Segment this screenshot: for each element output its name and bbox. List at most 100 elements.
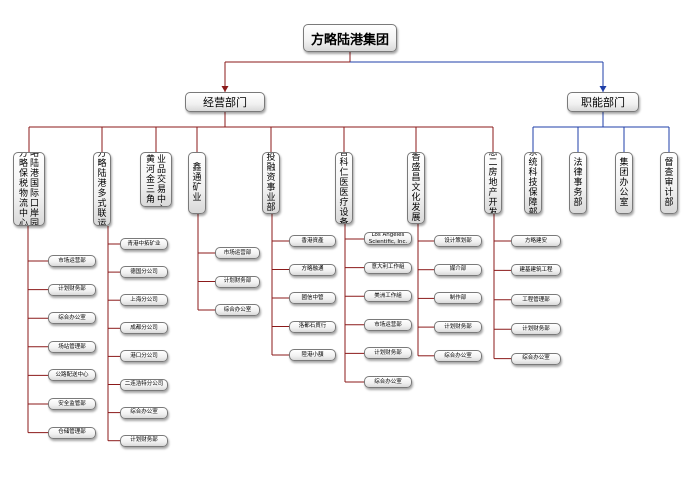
leaf-node: 市场运营部	[48, 255, 96, 267]
leaf-label: 综合办公室	[444, 352, 472, 359]
functional-unit-2: 集团办公室	[615, 152, 633, 214]
business-unit-7: 惠二房地产开发	[484, 152, 502, 214]
arrow-head	[221, 86, 229, 92]
leaf-label: 上海分公司	[130, 296, 158, 303]
leaf-label: 场站管理部	[58, 343, 86, 350]
leaf-label: 公路配送中心	[55, 372, 89, 379]
leaf-label: 陸港小額	[301, 351, 324, 358]
business-department-node: 经营部门	[185, 92, 265, 112]
leaf-node: 媒介部	[434, 263, 482, 276]
leaf-label: 二连浩特分公司	[124, 381, 164, 388]
leaf-node: 市场运营部	[215, 247, 260, 259]
unit-label: 香盛昌文化发展	[411, 153, 421, 223]
leaf-label: 综合办公室	[223, 306, 252, 313]
func-label: 集团办公室	[619, 158, 629, 208]
unit-label-secondary: 方略陆港国际口岸园区	[29, 152, 39, 226]
leaf-label: 综合办公室	[522, 355, 550, 362]
leaf-node: 陸港小額	[289, 349, 336, 361]
leaf-label: 仓储管理部	[58, 429, 86, 436]
leaf-node: 综合办公室	[434, 349, 482, 362]
leaf-label: 安全监管部	[58, 400, 86, 407]
leaf-node: Los Angeles Scientific, Inc.	[364, 232, 412, 245]
leaf-label: 成都分公司	[130, 325, 158, 332]
leaf-label: 意大利工作組	[371, 264, 405, 271]
leaf-node: 德国分公司	[120, 266, 168, 279]
leaf-node: 上海分公司	[120, 294, 168, 307]
leaf-label: 市场运营部	[374, 321, 402, 328]
leaf-label: 國信中管	[301, 294, 324, 301]
func-label: 督查审计部	[664, 158, 674, 208]
leaf-node: 成都分公司	[120, 322, 168, 335]
unit-label: 投融资事业部	[266, 153, 276, 213]
leaf-node: 设计策划部	[434, 235, 482, 247]
leaf-node: 市场运营部	[364, 318, 412, 331]
unit-label: 鑫通矿业	[192, 163, 202, 203]
leaf-node: 计划财务部	[120, 434, 168, 447]
leaf-node: 计划财务部	[434, 321, 482, 334]
leaf-label: Los Angeles Scientific, Inc.	[368, 232, 408, 245]
leaf-node: 综合办公室	[364, 376, 412, 388]
leaf-label: 方略建安	[524, 237, 547, 244]
root-label: 方略陆港集团	[310, 32, 389, 48]
leaf-node: 美洲工作組	[364, 290, 412, 303]
leaf-node: 安全监管部	[48, 398, 96, 410]
leaf-node: 场站管理部	[48, 340, 96, 353]
leaf-label: 青港中拓矿业	[127, 240, 161, 247]
leaf-node: 综合办公室	[48, 312, 96, 325]
leaf-label: 制作部	[449, 295, 467, 302]
leaf-node: 仓储管理部	[48, 426, 96, 439]
leaf-node: 计划财务部	[48, 283, 96, 296]
leaf-label: 计划财务部	[223, 278, 252, 285]
leaf-label: 美洲工作組	[374, 292, 402, 299]
leaf-node: 综合办公室	[511, 352, 561, 365]
leaf-node: 综合办公室	[120, 406, 168, 419]
leaf-label: 洛都石貿行	[298, 323, 327, 330]
leaf-label: 建基建筑工程	[519, 267, 553, 274]
leaf-label: 计划财务部	[130, 437, 158, 444]
business-unit-6: 香盛昌文化发展	[407, 152, 425, 224]
leaf-node: 國信中管	[289, 292, 336, 304]
leaf-label: 香港資產	[301, 237, 324, 244]
leaf-node: 建基建筑工程	[511, 264, 561, 277]
business-unit-3: 鑫通矿业	[188, 152, 206, 214]
leaf-node: 洛都石貿行	[289, 320, 336, 333]
leaf-label: 媒介部	[449, 266, 467, 273]
func-label: 法律事务部	[573, 158, 583, 208]
leaf-node: 青港中拓矿业	[120, 238, 168, 250]
leaf-node: 制作部	[434, 292, 482, 305]
root-node: 方略陆港集团	[303, 24, 397, 52]
leaf-label: 计划财务部	[522, 325, 550, 332]
business-unit-2: 黄河金三角工业品交易中心	[140, 152, 172, 207]
leaf-label: 计划财务部	[58, 286, 86, 293]
branch-label: 经营部门	[203, 96, 247, 109]
unit-label: 方略保税物流中心	[18, 152, 28, 226]
leaf-node: 香港資產	[289, 235, 336, 247]
leaf-label: 工程管理部	[522, 296, 550, 303]
leaf-label: 综合办公室	[374, 378, 402, 385]
branch-label: 职能部门	[581, 96, 625, 109]
business-unit-0: 方略保税物流中心方略陆港国际口岸园区	[13, 152, 45, 226]
unit-label-secondary: 工业品交易中心	[156, 153, 166, 206]
leaf-label: 市场运营部	[223, 249, 252, 256]
leaf-label: 计划财务部	[444, 323, 472, 330]
leaf-label: 计划财务部	[374, 350, 402, 357]
leaf-node: 方略建安	[511, 235, 561, 247]
leaf-node: 计划财务部	[511, 323, 561, 336]
functional-unit-3: 督查审计部	[660, 152, 678, 214]
functional-unit-0: 系统科技保障部	[524, 152, 542, 214]
leaf-node: 工程管理部	[511, 293, 561, 306]
leaf-node: 计划财务部	[215, 275, 260, 288]
leaf-label: 德国分公司	[130, 268, 158, 275]
leaf-node: 综合办公室	[215, 304, 260, 316]
leaf-node: 计划财务部	[364, 347, 412, 360]
arrow-head	[599, 86, 607, 92]
unit-label: 黄河金三角	[145, 154, 155, 205]
unit-label: 惠二房地产开发	[488, 152, 498, 214]
business-unit-4: 投融资事业部	[262, 152, 280, 214]
leaf-label: 方略融通	[301, 266, 324, 273]
unit-label: 方略陆港多式联运	[97, 152, 107, 226]
functional-unit-1: 法律事务部	[569, 152, 587, 214]
leaf-label: 综合办公室	[58, 314, 86, 321]
leaf-node: 意大利工作組	[364, 261, 412, 274]
